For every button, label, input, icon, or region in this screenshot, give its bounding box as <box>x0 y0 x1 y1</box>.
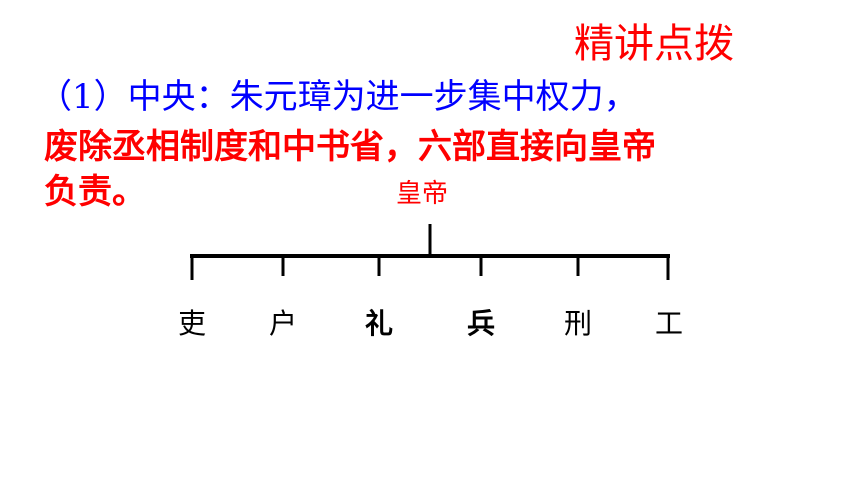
ministry-revenue: 户 <box>268 307 297 340</box>
ministry-personnel: 吏 <box>177 307 206 340</box>
section-title: 精讲点拨 <box>574 21 734 67</box>
ministry-war: 兵 <box>466 307 495 340</box>
ministry-rites: 礼 <box>364 307 393 340</box>
ministry-justice: 刑 <box>563 307 592 340</box>
body-line-responsible: 负责。 <box>44 172 146 212</box>
ministry-works: 工 <box>654 307 683 340</box>
body-line-abolish: 废除丞相制度和中书省，六部直接向皇帝 <box>44 127 656 167</box>
body-line-central: （1）中央：朱元璋为进一步集中权力， <box>38 77 638 117</box>
org-root-emperor: 皇帝 <box>396 179 449 209</box>
